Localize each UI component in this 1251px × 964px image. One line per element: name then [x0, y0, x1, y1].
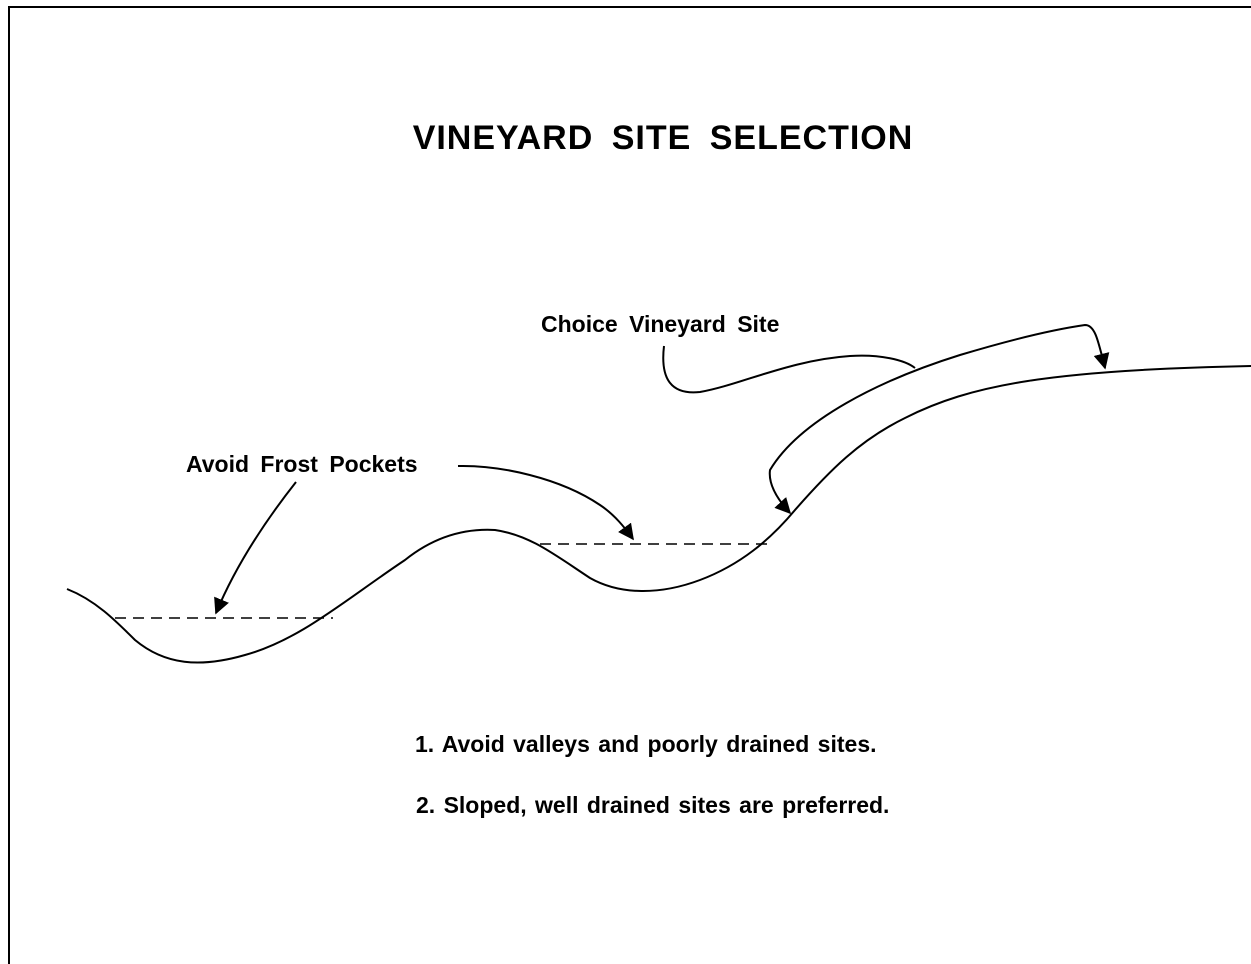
frost-pockets-label: Avoid Frost Pockets — [186, 451, 418, 477]
page-frame — [8, 6, 1251, 964]
frost-pocket-arrow-right — [457, 464, 634, 541]
choice-site-leader — [662, 345, 916, 394]
frost-pocket-arrow-left — [214, 481, 297, 615]
choice-site-bracket-arrows — [768, 323, 1110, 515]
note-2: 2. Sloped, well drained sites are prefer… — [416, 792, 889, 818]
choice-site-label: Choice Vineyard Site — [541, 311, 779, 337]
diagram-title: VINEYARD SITE SELECTION — [413, 119, 914, 157]
note-1: 1. Avoid valleys and poorly drained site… — [415, 731, 877, 757]
